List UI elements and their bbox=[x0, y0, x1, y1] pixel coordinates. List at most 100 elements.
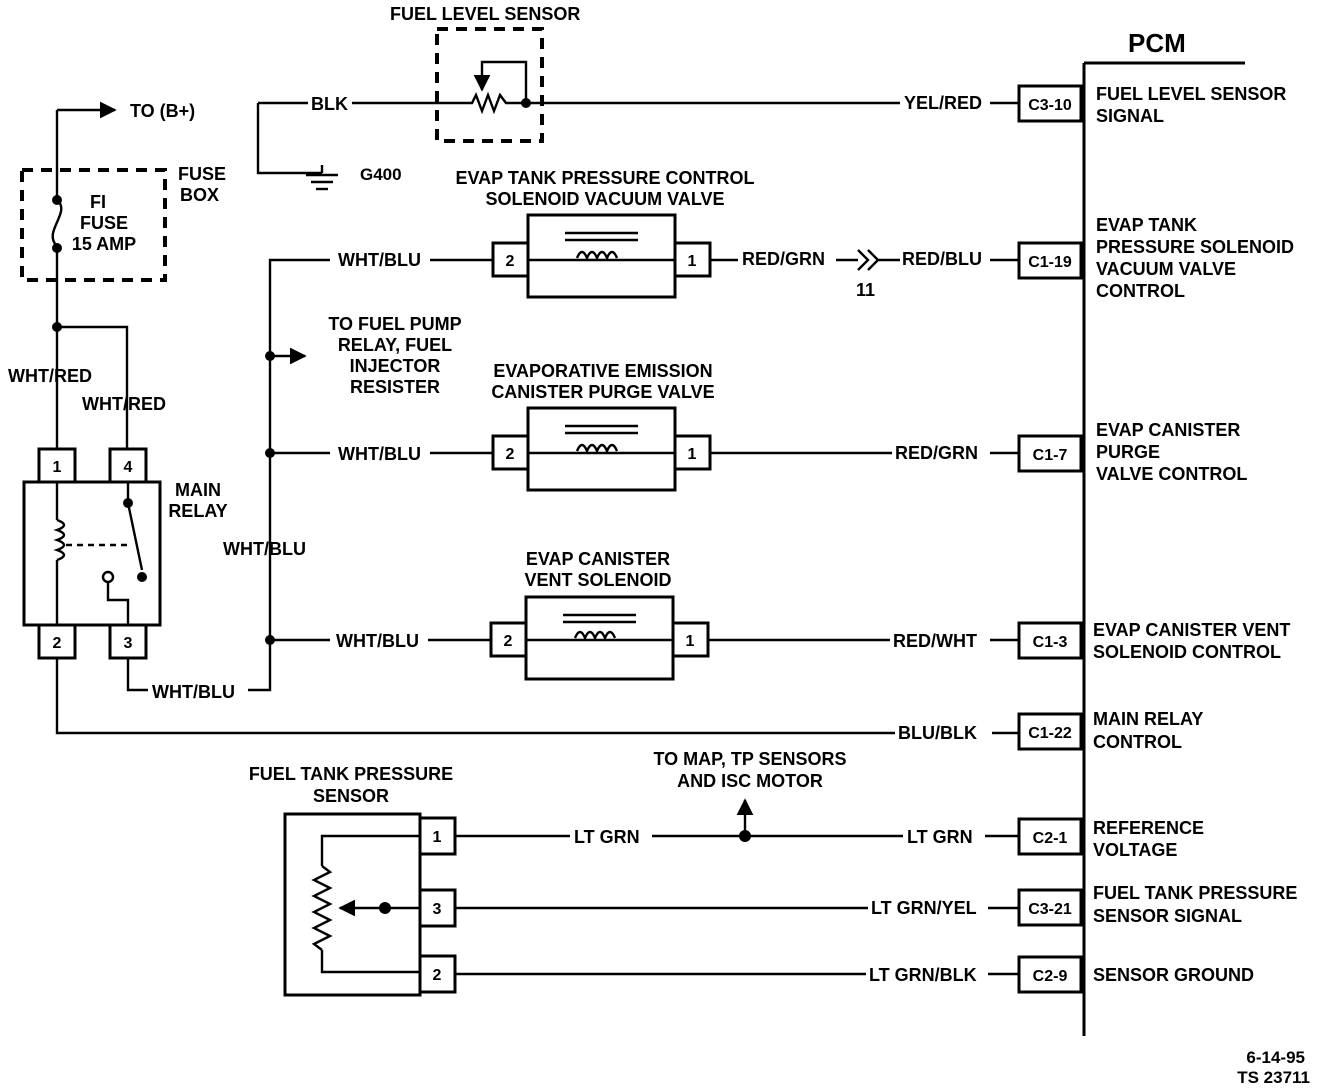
solenoid1-body bbox=[526, 213, 677, 299]
fuse-icon bbox=[51, 199, 63, 247]
pcm-pin-desc: PURGE bbox=[1096, 442, 1160, 462]
relay-pin-4-label: 4 bbox=[124, 459, 133, 476]
solenoid1-pin-1-label: 1 bbox=[688, 253, 697, 270]
sensor-circuits: LT GRN TO MAP, TP SENSORS AND ISC MOTOR … bbox=[455, 749, 1019, 985]
pcm-pin-box bbox=[1017, 955, 1083, 994]
pcm-pin-c3-10: C3-10 FUEL LEVEL SENSOR SIGNAL bbox=[1017, 84, 1286, 126]
evap-tank-pressure-solenoid: EVAP TANK PRESSURE CONTROL SOLENOID VACU… bbox=[338, 168, 1019, 300]
fuse-label-2: FUSE bbox=[80, 213, 128, 233]
pcm-pin-desc: EVAP CANISTER VENT bbox=[1093, 620, 1290, 640]
solenoid2-pin-2-label: 2 bbox=[506, 446, 515, 463]
pcm-pin-desc: CONTROL bbox=[1096, 281, 1185, 301]
pcm-pin-box bbox=[1017, 84, 1083, 123]
solenoid3-title-1: EVAP CANISTER bbox=[526, 549, 670, 569]
solenoid3-pin-2-label: 2 bbox=[504, 633, 513, 650]
solenoid2-pin-1-label: 1 bbox=[688, 446, 697, 463]
pcm-pin-desc: SIGNAL bbox=[1096, 106, 1164, 126]
wht-red-wire-4 bbox=[57, 325, 129, 449]
connector-11-label: 11 bbox=[856, 280, 875, 300]
blu-blk-wire-label: BLU/BLK bbox=[898, 723, 977, 743]
pcm-pin-c2-1: C2-1 REFERENCE VOLTAGE bbox=[1017, 817, 1204, 860]
solenoid1-wire-out2-label: RED/BLU bbox=[902, 249, 982, 269]
ground-wire bbox=[256, 103, 322, 175]
solenoid2-title-2: CANISTER PURGE VALVE bbox=[491, 382, 714, 402]
relay-pin-1-label: 1 bbox=[53, 459, 62, 476]
pcm-pin-c1-3: C1-3 EVAP CANISTER VENT SOLENOID CONTROL bbox=[1017, 620, 1290, 662]
pcm-pin-desc: SOLENOID CONTROL bbox=[1093, 642, 1281, 662]
relay-pin-2-label: 2 bbox=[53, 635, 62, 652]
wht-blu-bus bbox=[248, 258, 330, 692]
pcm-pin-desc: REFERENCE bbox=[1093, 818, 1204, 838]
pcm-pin-desc: VOLTAGE bbox=[1093, 840, 1177, 860]
main-relay-title-1: MAIN bbox=[175, 480, 221, 500]
fuse-box: TO (B+) FUSE BOX FI FUSE 15 AMP WHT/RED … bbox=[8, 101, 226, 449]
pcm-title: PCM bbox=[1128, 28, 1186, 58]
blu-blk-wire bbox=[55, 658, 895, 735]
pcm-pin-label: C1-19 bbox=[1028, 254, 1072, 271]
ftp-pin-1 bbox=[418, 816, 457, 856]
wht-blu-relay-wire bbox=[126, 658, 148, 692]
fuel-level-sensor-housing bbox=[435, 27, 544, 143]
pcm-pin-box bbox=[1017, 434, 1083, 473]
pcm-pin-c1-19: C1-19 EVAP TANK PRESSURE SOLENOID VACUUM… bbox=[1017, 215, 1294, 301]
map-note-2: AND ISC MOTOR bbox=[677, 771, 823, 791]
pcm-pin-desc: EVAP CANISTER bbox=[1096, 420, 1240, 440]
fuel-pump-note-2: RELAY, FUEL bbox=[338, 335, 452, 355]
wht-red-label-pin4: WHT/RED bbox=[82, 394, 166, 414]
blk-wire-label: BLK bbox=[311, 94, 348, 114]
relay-output-circuits: WHT/BLU WHT/BLU BLU/BLK TO FUEL PUMP REL… bbox=[55, 258, 1019, 743]
relay-switch-arm-icon bbox=[126, 502, 144, 571]
ftp-resistor-lead-bottom bbox=[320, 950, 420, 974]
solenoid1-pin-2-label: 2 bbox=[506, 253, 515, 270]
footer-ref: TS 23711 bbox=[1237, 1068, 1310, 1087]
canister-purge-valve: EVAPORATIVE EMISSION CANISTER PURGE VALV… bbox=[338, 361, 1019, 492]
solenoid2-body bbox=[526, 406, 677, 492]
fuel-pump-note-1: TO FUEL PUMP bbox=[328, 314, 461, 334]
connector-11-icon bbox=[857, 249, 870, 271]
fuel-tank-pressure-sensor: FUEL TANK PRESSURE SENSOR 1 3 2 bbox=[249, 764, 457, 997]
solenoid3-pin-2 bbox=[489, 621, 528, 658]
pcm-pin-box bbox=[1017, 241, 1083, 280]
pcm-pin-desc: EVAP TANK bbox=[1096, 215, 1197, 235]
pcm-pin-c2-9: C2-9 SENSOR GROUND bbox=[1017, 955, 1254, 994]
pcm-pin-label: C1-3 bbox=[1033, 634, 1068, 651]
fuel-pump-note-3: INJECTOR bbox=[350, 356, 441, 376]
ftp-sensor-body bbox=[283, 812, 422, 997]
solenoid3-coil-icon bbox=[573, 630, 617, 642]
pcm-pin-desc: CONTROL bbox=[1093, 732, 1182, 752]
relay-pin-1 bbox=[37, 447, 77, 484]
pcm-pin-box bbox=[1017, 621, 1083, 660]
pcm-pin-desc: FUEL LEVEL SENSOR bbox=[1096, 84, 1286, 104]
fuse-box-title-2: BOX bbox=[180, 185, 219, 205]
ftp-pin-3-label: 3 bbox=[433, 901, 442, 918]
solenoid3-pin-1 bbox=[671, 621, 710, 658]
footer-date: 6-14-95 bbox=[1246, 1048, 1305, 1067]
pcm-pin-label: C3-21 bbox=[1028, 901, 1072, 918]
pcm-pin-desc: FUEL TANK PRESSURE bbox=[1093, 883, 1297, 903]
solenoid1-coil-icon bbox=[575, 250, 619, 262]
ftp-pin-2-label: 2 bbox=[433, 967, 442, 984]
pcm-pin-desc: SENSOR SIGNAL bbox=[1093, 906, 1242, 926]
ftp-sensor-title-1: FUEL TANK PRESSURE bbox=[249, 764, 453, 784]
relay-pin-3-label: 3 bbox=[124, 635, 133, 652]
solenoid2-coil-icon bbox=[575, 443, 619, 455]
wht-blu-bus-label: WHT/BLU bbox=[223, 539, 306, 559]
ftp-resistor-icon bbox=[311, 865, 333, 951]
pcm-pin-box bbox=[1017, 712, 1083, 751]
fuse-label-1: FI bbox=[90, 192, 106, 212]
solenoid1-wire-in-label: WHT/BLU bbox=[338, 250, 421, 270]
pcm-pin-desc: MAIN RELAY bbox=[1093, 709, 1203, 729]
lt-grn-wire-right-label: LT GRN bbox=[907, 827, 973, 847]
fuel-level-sensor: FUEL LEVEL SENSOR bbox=[390, 4, 580, 143]
ground-label: G400 bbox=[360, 165, 402, 184]
solenoid3-title-2: VENT SOLENOID bbox=[524, 570, 671, 590]
ftp-resistor-lead-top bbox=[320, 834, 420, 866]
lt-grn-wire-left-label: LT GRN bbox=[574, 827, 640, 847]
fuse-label-3: 15 AMP bbox=[72, 234, 136, 254]
main-relay: 1 4 2 3 MAIN RELAY bbox=[22, 447, 228, 660]
solenoid1-title-2: SOLENOID VACUUM VALVE bbox=[485, 189, 724, 209]
solenoid2-wire-in-label: WHT/BLU bbox=[338, 444, 421, 464]
relay-coil-icon bbox=[53, 518, 66, 562]
pcm-pin-c1-7: C1-7 EVAP CANISTER PURGE VALVE CONTROL bbox=[1017, 420, 1247, 484]
